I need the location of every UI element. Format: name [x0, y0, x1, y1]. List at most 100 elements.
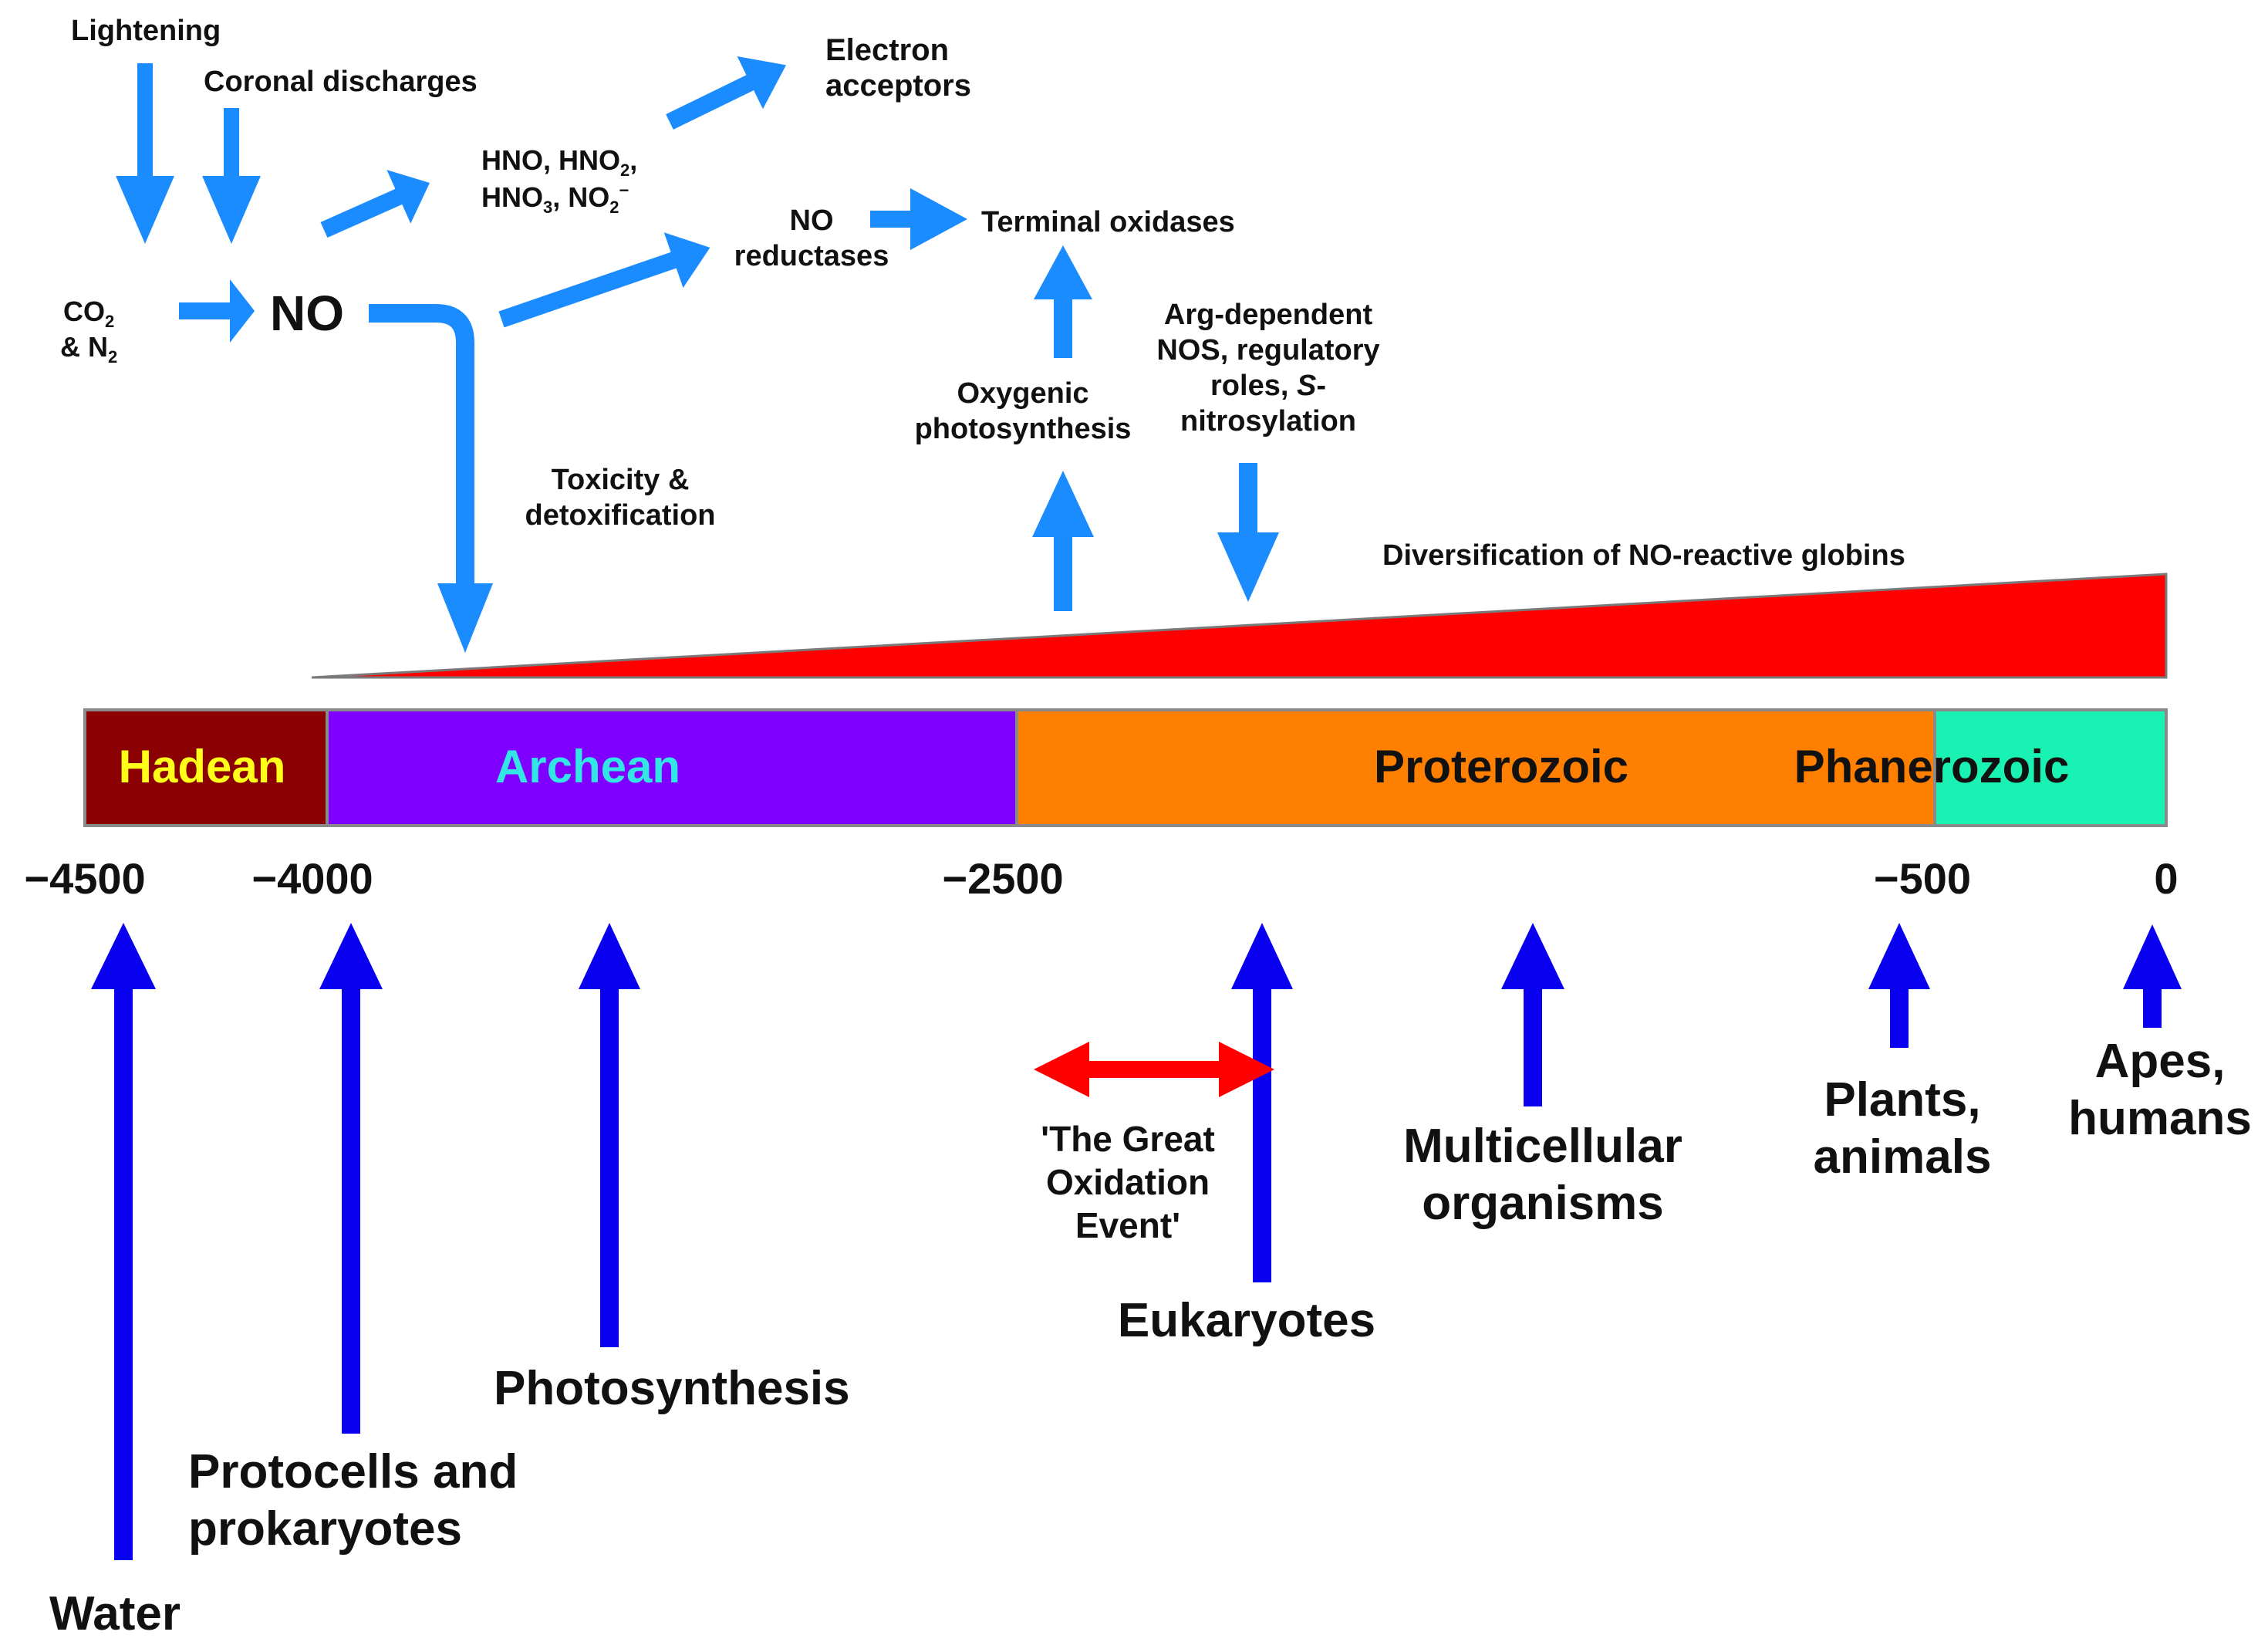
plants-line2: animals	[1814, 1130, 1992, 1184]
arrow-shaft	[179, 302, 233, 319]
arrow-head	[437, 583, 493, 653]
lightening-label: Lightening	[71, 15, 221, 47]
eon-label-proterozoic: Proterozoic	[1374, 741, 1628, 792]
globins-label: Diversification of NO-reactive globins	[1382, 539, 1905, 572]
eon-segment-hadean	[83, 708, 329, 827]
co2-label: CO2	[63, 296, 114, 331]
arrow-head	[202, 176, 261, 244]
hno-hno2-label: HNO, HNO2,	[481, 144, 637, 180]
eon-segment-phanerozoic	[1933, 708, 2168, 827]
photosynthesis-label: Photosynthesis	[494, 1362, 850, 1415]
co2-to-no-arrow	[179, 279, 255, 343]
protocells-line1: Protocells and	[188, 1445, 518, 1498]
arrow-head-right	[1219, 1042, 1274, 1097]
arrow-shaft	[1524, 980, 1542, 1106]
arrow-head	[1868, 923, 1930, 989]
goe-line1: 'The Great	[1041, 1119, 1215, 1159]
arrow-shaft	[1239, 463, 1257, 537]
arrow-shaft	[870, 211, 913, 228]
arrow-head-left	[1034, 1042, 1089, 1097]
arg-nos-down-arrow	[1217, 463, 1279, 602]
geologic-eon-bar: Hadean Archean Proterozoic Phanerozoic	[83, 708, 2168, 827]
terminal-oxidases-label: Terminal oxidases	[981, 206, 1235, 238]
eon-label-archean: Archean	[495, 741, 680, 792]
eon-segment-archean	[326, 708, 1018, 827]
toxicity-line1: Toxicity &	[552, 464, 690, 496]
arrow-head	[579, 923, 640, 989]
arrow-head	[1034, 245, 1092, 299]
no-reductases-line1: NO	[790, 204, 834, 237]
evolution-events	[91, 923, 2182, 1560]
arrow-head	[1032, 471, 1094, 537]
apes-line2: humans	[2068, 1092, 2252, 1145]
eon-segment-proterozoic	[1015, 708, 1936, 827]
arrow-head	[2123, 924, 2182, 989]
arrow-shaft	[1890, 980, 1909, 1048]
eukaryotes-arrow	[1231, 923, 1293, 1282]
multicellular-arrow	[1501, 923, 1564, 1106]
photosynthesis-arrow	[579, 923, 640, 1347]
goe-line3: Event'	[1075, 1205, 1180, 1245]
curved-shaft	[369, 304, 474, 586]
arrow-head	[910, 188, 967, 250]
tick-label-4000: −4000	[251, 854, 373, 903]
water-label: Water	[49, 1587, 181, 1640]
goe-line2: Oxidation	[1046, 1162, 1210, 1202]
multicellular-line2: organisms	[1422, 1177, 1664, 1230]
globin-diversification-wedge	[311, 573, 2168, 679]
arrow-head	[116, 176, 174, 244]
no-to-no-reductases-arrow	[498, 232, 710, 328]
protocells-arrow	[319, 923, 383, 1434]
arrow-head	[230, 279, 255, 343]
eon-label-hadean: Hadean	[119, 741, 286, 792]
arrow-head	[1501, 923, 1564, 989]
arrow-shaft	[1253, 980, 1271, 1282]
tick-label-500: −500	[1874, 854, 1971, 903]
no-reductases-to-terminal-oxidases-arrow	[870, 188, 967, 250]
arrow-head	[1217, 532, 1279, 602]
arrow-shaft	[320, 187, 405, 238]
tick-label-0: 0	[2154, 854, 2178, 903]
arrow-shaft	[114, 980, 133, 1560]
arrow-head	[91, 923, 156, 989]
toxicity-line2: detoxification	[525, 499, 715, 532]
arrow-shaft	[600, 980, 619, 1347]
arrow-shaft	[1054, 296, 1072, 358]
arrow-shaft	[137, 63, 153, 179]
apes-line1: Apes,	[2095, 1035, 2226, 1088]
event-labels: Water Protocells and prokaryotes Photosy…	[49, 1035, 2252, 1640]
arg-nos-line2: NOS, regulatory	[1156, 334, 1379, 367]
oxygenic-to-terminal-oxidases-arrow	[1034, 245, 1092, 358]
no-to-hno-arrow	[320, 170, 430, 238]
arrow-shaft	[1080, 1061, 1219, 1078]
arrow-head	[737, 56, 786, 110]
hno-to-electron-acceptors-arrow	[666, 56, 786, 130]
great-oxidation-double-arrow	[1034, 1042, 1274, 1097]
oxygenic-photosynthesis-line2: photosynthesis	[915, 413, 1132, 445]
water-arrow	[91, 923, 156, 1560]
arg-nos-line1: Arg-dependent	[1164, 299, 1373, 331]
plants-animals-arrow	[1868, 923, 1930, 1048]
arrow-shaft	[498, 251, 680, 328]
arrow-head	[319, 923, 383, 989]
oxygenic-photosynthesis-line1: Oxygenic	[957, 377, 1088, 410]
eon-label-phanerozoic: Phanerozoic	[1794, 741, 2070, 792]
apes-humans-arrow	[2123, 924, 2182, 1028]
n2-label: & N2	[60, 331, 117, 367]
arrow-head	[663, 232, 710, 289]
arrow-shaft	[224, 108, 239, 179]
coronal-discharges-label: Coronal discharges	[204, 66, 478, 98]
arrow-head	[1231, 923, 1293, 989]
lightening-arrow	[116, 63, 174, 244]
electron-acceptors-line1: Electron	[825, 33, 949, 67]
arrow-shaft	[1054, 534, 1072, 611]
multicellular-line1: Multicellular	[1403, 1120, 1682, 1173]
tick-label-4500: −4500	[24, 854, 145, 903]
no-toxicity-curved-arrow	[369, 304, 493, 653]
no-reductases-line2: reductases	[734, 240, 889, 272]
arg-nos-line4: nitrosylation	[1180, 405, 1356, 437]
hno3-no2-label: HNO3, NO2−	[481, 181, 629, 217]
arrow-head	[386, 170, 430, 224]
no-label: NO	[270, 285, 344, 341]
